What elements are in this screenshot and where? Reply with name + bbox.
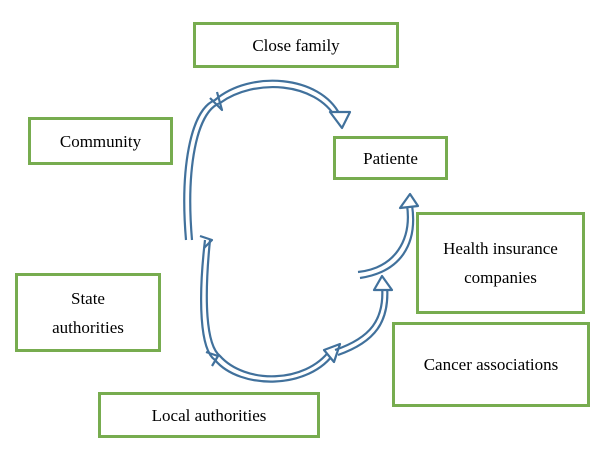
node-health-insurance: Health insurance companies (416, 212, 585, 314)
arrowhead-patiente-bottom (398, 192, 420, 210)
arrow-cancer-to-health (334, 284, 389, 357)
node-label: State authorities (52, 288, 124, 337)
node-label: Health insurance companies (443, 239, 558, 287)
node-label: Cancer associations (423, 355, 559, 374)
node-patiente: Patiente (333, 136, 448, 180)
arrow-health-to-patiente (357, 204, 415, 280)
arrow-notch-bottom (205, 350, 220, 367)
node-label: Local authorities (151, 405, 267, 425)
node-state-authorities: State authorities (15, 273, 161, 352)
arrowhead-patiente (328, 110, 352, 130)
node-label: Patiente (363, 148, 418, 168)
node-label: Community (59, 131, 142, 151)
arrow-close-family-to-patiente (183, 79, 341, 241)
node-community: Community (28, 117, 173, 165)
arrow-community-to-local (200, 239, 336, 383)
arrow-notch-top (209, 91, 224, 112)
arrowhead-local (322, 342, 342, 364)
node-label: Close family (252, 35, 340, 55)
node-local-authorities: Local authorities (98, 392, 320, 438)
node-cancer-associations: Cancer associations (392, 322, 590, 407)
node-close-family: Close family (193, 22, 399, 68)
arrowhead-health (372, 274, 394, 292)
arrow-notch-left (199, 234, 214, 249)
